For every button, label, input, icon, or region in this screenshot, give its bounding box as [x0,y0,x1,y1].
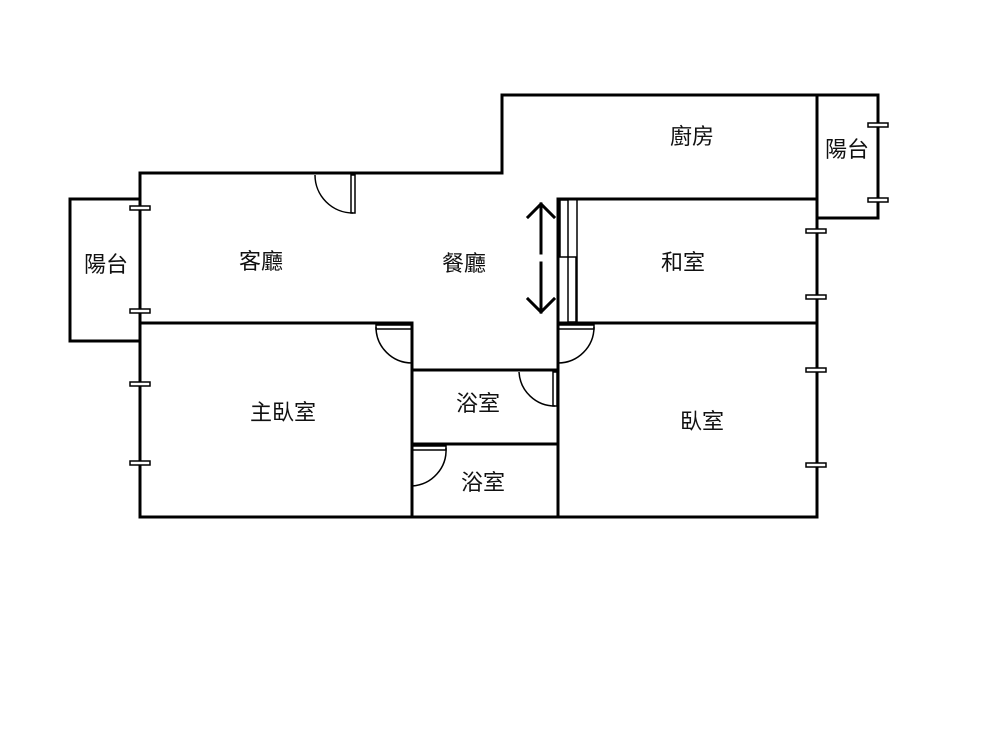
label-living-room: 客廳 [239,250,283,275]
walls [68,93,880,519]
label-balcony-right: 陽台 [825,138,869,163]
label-balcony-left: 陽台 [84,253,128,278]
double-arrow-icon [525,201,557,315]
left-balcony-outline [68,197,142,343]
label-bedroom: 臥室 [680,410,724,435]
label-bathroom-1: 浴室 [456,392,500,417]
label-kitchen: 廚房 [670,125,714,150]
label-dining-room: 餐廳 [442,252,486,277]
doors [314,174,595,487]
label-master-bedroom: 主臥室 [250,401,316,426]
windows [129,122,889,468]
right-balcony-outline [815,93,880,220]
label-bathroom-2: 浴室 [461,471,505,496]
sliding-door [559,199,578,323]
room-labels: 廚房 陽台 陽台 客廳 餐廳 和室 主臥室 浴室 浴室 臥室 [84,125,869,496]
label-japanese-room: 和室 [661,251,705,276]
